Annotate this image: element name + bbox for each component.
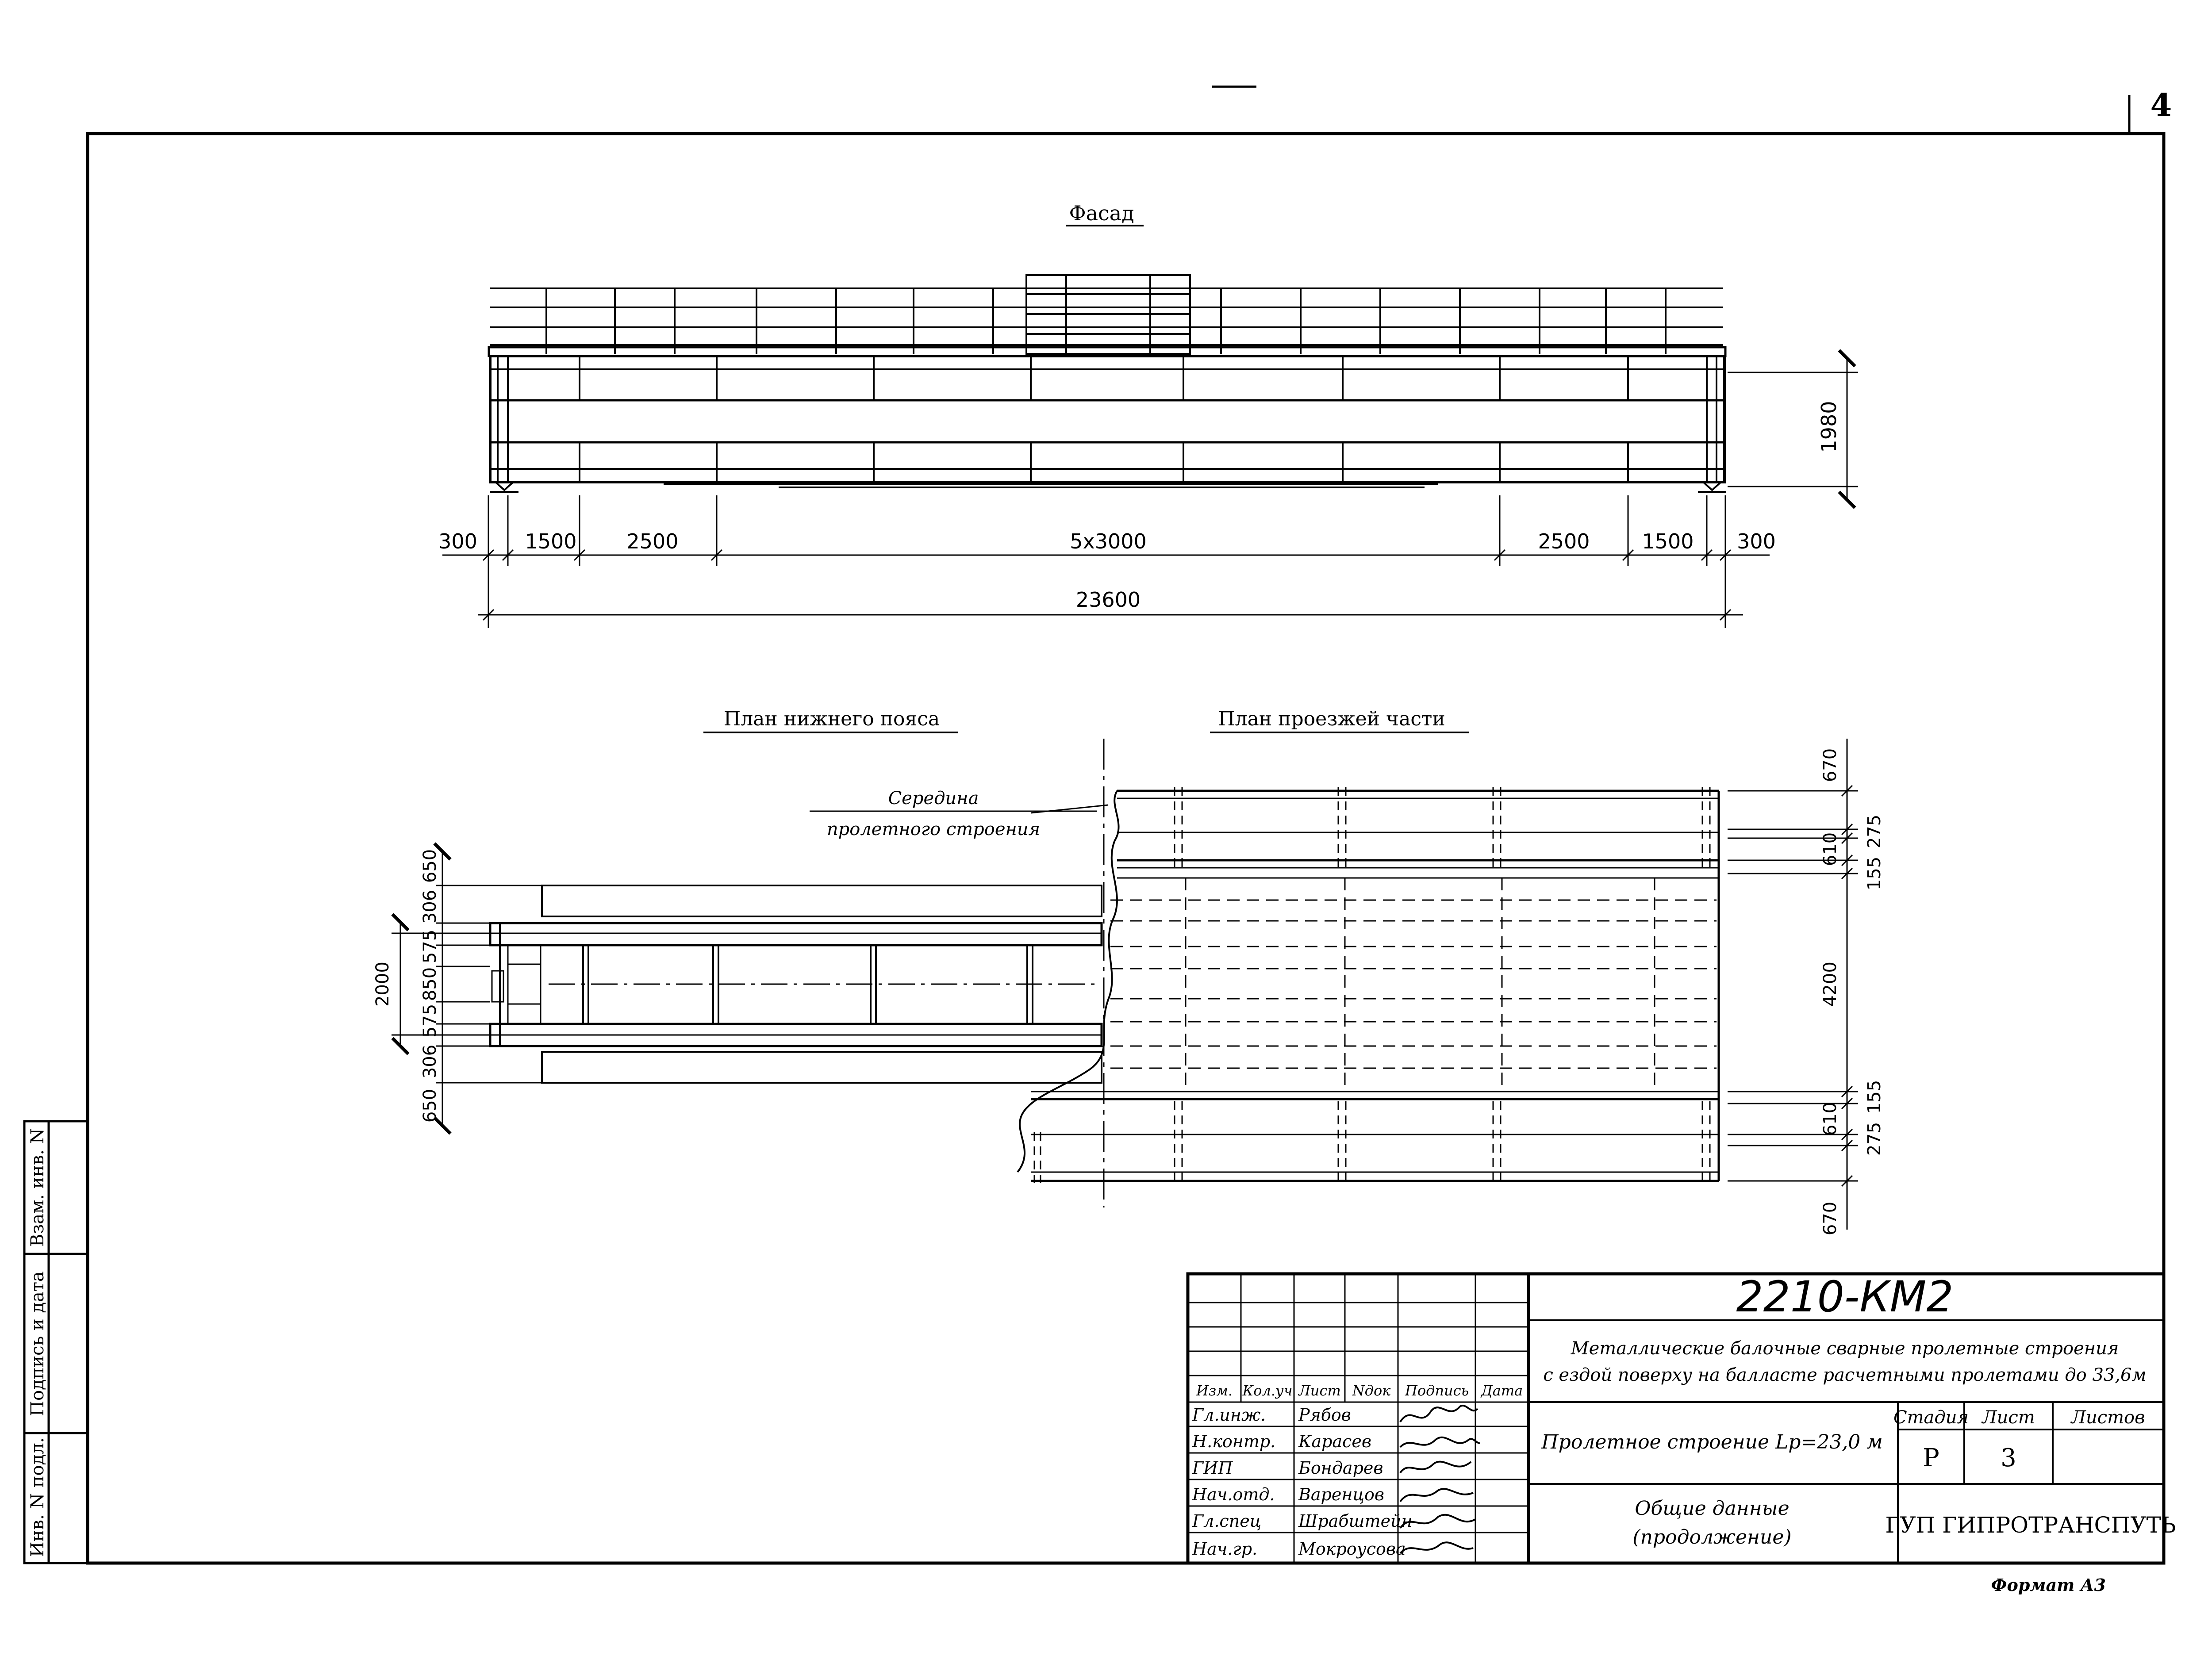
dim-deck-top-275: 275 (1864, 815, 1885, 848)
sheet-header: Лист (1981, 1407, 2035, 1428)
object-name: Пролетное строение Lp=23,0 м (1541, 1431, 1882, 1453)
dim-seg-1: 300 (438, 529, 477, 553)
dim-seg-4: 5х3000 (1070, 529, 1147, 553)
bottom-chord-geometry (489, 885, 1103, 1084)
rev-header-count: Кол.уч (1242, 1382, 1292, 1399)
dim-total: 23600 (1076, 588, 1141, 612)
rev-header-doc: Nдок (1352, 1382, 1391, 1399)
dim-deck-mid-4200: 4200 (1820, 962, 1840, 1007)
deck-plan-dimensions (1728, 739, 1858, 1230)
dim-bottom-width: 2000 (373, 962, 393, 1007)
staff-name-3: Бондарев (1298, 1458, 1383, 1478)
bottom-chord-plan-title: План нижнего пояса (724, 708, 940, 730)
dim-stack-6: 306 (420, 1045, 440, 1078)
dim-seg-6: 1500 (1642, 529, 1694, 553)
dim-deck-bot-275: 275 (1864, 1122, 1885, 1156)
bottom-chord-plan: План нижнего пояса Середина пролетного с… (373, 708, 1109, 1135)
stage-header: Стадия (1893, 1407, 1969, 1428)
dim-stack-5: 575 (420, 1004, 440, 1038)
staff-name-6: Мокроусова (1298, 1539, 1406, 1559)
rev-header-date: Дата (1480, 1382, 1523, 1399)
staff-list: Гл.инж. Рябов Н.контр. Карасев ГИП Бонда… (1192, 1405, 1413, 1559)
sheet-value: 3 (2001, 1444, 2016, 1472)
facade-horizontal-dimensions (442, 495, 1770, 628)
dim-deck-top-670: 670 (1820, 748, 1840, 782)
dim-stack-3: 575 (420, 930, 440, 963)
deck-plan-geometry (1017, 787, 1720, 1183)
organization-name: ГУП ГИПРОТРАНСПУТЬ (1885, 1512, 2176, 1538)
facade-dimension-labels: 300 1500 2500 5х3000 2500 1500 300 23600 (438, 529, 1776, 612)
deck-plan-title: План проезжей части (1218, 708, 1445, 730)
sheet-title-line1: Общие данные (1635, 1497, 1789, 1520)
staff-role-5: Гл.спец (1192, 1511, 1261, 1531)
ballast-trough-grid (490, 274, 1723, 355)
dim-seg-3: 2500 (626, 529, 678, 553)
dim-deck-bot-610: 610 (1820, 1102, 1840, 1136)
facade-height-dimension (1728, 349, 1858, 509)
facade-height-label: 1980 (1817, 401, 1841, 452)
main-girder-elevation (488, 346, 1727, 488)
dim-stack-4: 850 (420, 967, 440, 1001)
sheets-header: Листов (2070, 1407, 2145, 1428)
dim-seg-5: 2500 (1538, 529, 1590, 553)
stage-value: Р (1923, 1444, 1939, 1472)
dim-deck-top-610: 610 (1820, 832, 1840, 866)
doc-code: 2210-КМ2 (1736, 1272, 1953, 1322)
dim-seg-7: 300 (1737, 529, 1776, 553)
dim-stack-1: 650 (420, 849, 440, 883)
staff-name-5: Шрабштейн (1298, 1511, 1413, 1531)
support-bearings (490, 481, 1726, 493)
deck-plan: План проезжей части (1017, 708, 1885, 1235)
dim-stack-7: 650 (420, 1089, 440, 1123)
side-stamp (23, 1120, 89, 1564)
staff-name-1: Рябов (1298, 1405, 1351, 1425)
rev-header-signature: Подпись (1405, 1382, 1469, 1399)
rev-header-sheet: Лист (1298, 1382, 1341, 1399)
staff-role-6: Нач.гр. (1192, 1539, 1257, 1559)
rev-header-change: Изм. (1196, 1382, 1233, 1399)
staff-role-2: Н.контр. (1192, 1432, 1275, 1451)
dim-deck-top-155: 155 (1864, 857, 1885, 890)
deck-plan-dimension-labels: 670 610 275 155 4200 155 275 610 670 (1820, 748, 1885, 1235)
bottom-chord-dimension-labels: 2000 650 306 575 850 575 306 650 (373, 849, 440, 1123)
staff-name-4: Варенцов (1298, 1485, 1384, 1504)
midspan-note-line1: Середина (888, 788, 979, 809)
side-stamp-replace-label: Взам. инв. N (27, 1128, 48, 1247)
sheet-format: Формат А3 (1991, 1575, 2106, 1595)
dim-seg-2: 1500 (525, 529, 576, 553)
dim-deck-bot-155: 155 (1864, 1080, 1885, 1114)
revision-headers: Изм. Кол.уч Лист Nдок Подпись Дата (1196, 1382, 1523, 1399)
title-block: 2210-КМ2 Металлические балочные сварные … (1186, 1272, 2176, 1565)
sheet-title-line2: (продолжение) (1632, 1526, 1791, 1548)
staff-role-3: ГИП (1192, 1458, 1233, 1478)
staff-name-2: Карасев (1298, 1432, 1371, 1451)
staff-role-1: Гл.инж. (1192, 1405, 1266, 1425)
doc-description-line1: Металлические балочные сварные пролетные… (1571, 1338, 2119, 1359)
dim-deck-bot-670: 670 (1820, 1202, 1840, 1235)
side-stamp-sign-label: Подпись и дата (27, 1271, 48, 1416)
bottom-chord-dimensions (391, 842, 542, 1135)
midspan-note-line2: пролетного строения (827, 819, 1040, 839)
handwritten-signatures (1399, 1405, 1480, 1554)
dim-stack-2: 306 (420, 890, 440, 924)
facade-title: Фасад (1069, 201, 1134, 225)
sheet-frame (86, 85, 2166, 1565)
doc-description-line2: с ездой поверху на балласте расчетными п… (1543, 1365, 2146, 1385)
page-number: 4 (2151, 87, 2172, 123)
facade-view: Фасад (438, 201, 1858, 628)
staff-role-4: Нач.отд. (1192, 1485, 1275, 1504)
side-stamp-inv-label: Инв. N подл. (27, 1437, 48, 1557)
